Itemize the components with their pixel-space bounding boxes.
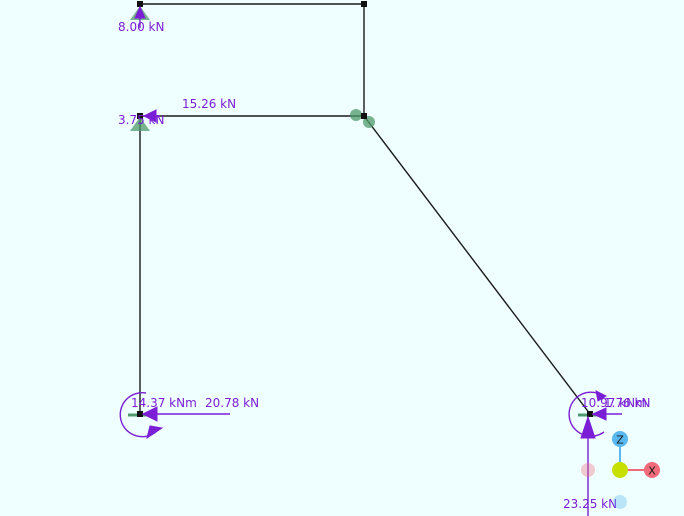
node[interactable] (137, 1, 143, 7)
axis-gizmo[interactable]: Z X (581, 431, 660, 509)
reaction-arrowhead (146, 425, 164, 440)
reaction-arrows (119, 5, 622, 516)
reaction-arrowhead (134, 5, 146, 19)
moment-arc-left (119, 391, 158, 438)
label-base-right-moment: 10.97 kNm (581, 396, 647, 410)
axis-x-label: X (648, 465, 656, 478)
support-mid[interactable] (130, 117, 150, 131)
label-mid-member-horizontal: 15.26 kN (182, 97, 236, 111)
axis-negative-x-icon[interactable] (581, 463, 595, 477)
reaction-arrowhead (141, 406, 158, 422)
reaction-arrowhead (591, 407, 607, 421)
node[interactable] (587, 411, 593, 417)
label-mid-support-vertical: 3.75 kN (118, 113, 164, 127)
label-base-left-moment: 14.37 kNm (131, 396, 197, 410)
axis-negative-z-icon[interactable] (613, 495, 627, 509)
node[interactable] (361, 1, 367, 7)
label-top-support-vertical: 8.00 kN (118, 20, 164, 34)
reaction-labels: 8.00 kN 3.75 kN 15.26 kN 14.37 kNm 20.78… (118, 20, 650, 511)
axis-x-icon[interactable] (644, 462, 660, 478)
axis-z-label: Z (616, 434, 624, 447)
axis-y-icon[interactable] (612, 462, 628, 478)
node[interactable] (361, 113, 367, 119)
axis-z-icon[interactable] (612, 431, 628, 447)
label-base-right-vertical: 23.25 kN (563, 497, 617, 511)
members (139, 3, 591, 415)
member-diagonal[interactable] (363, 115, 591, 415)
label-base-left-horizontal: 20.78 kN (205, 396, 259, 410)
reaction-arrowhead (595, 390, 608, 402)
node[interactable] (137, 411, 143, 417)
reaction-arrowhead (580, 415, 596, 439)
node[interactable] (137, 113, 143, 119)
label-base-right-horizontal: 1.76 kN (604, 396, 650, 410)
reaction-arrowhead (142, 109, 157, 123)
nodes (137, 1, 593, 417)
